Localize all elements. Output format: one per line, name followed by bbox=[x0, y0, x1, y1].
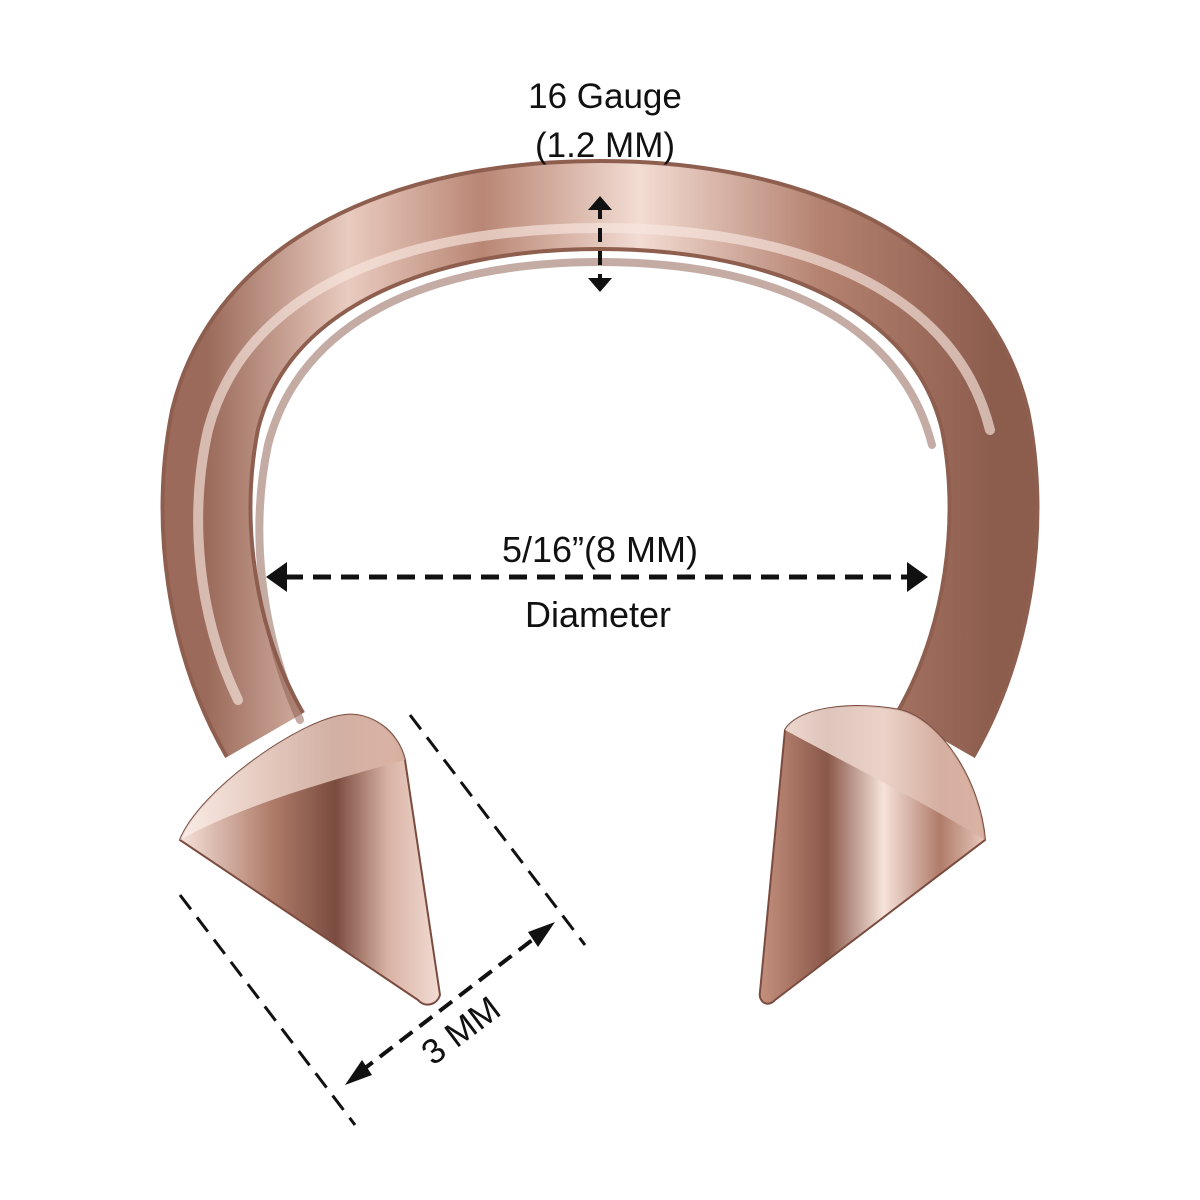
arrow-down-icon bbox=[588, 278, 612, 292]
arrow-up-icon bbox=[588, 196, 612, 210]
diameter-annotation: 5/16”(8 MM) Diameter bbox=[266, 529, 928, 635]
diameter-value-label: 5/16”(8 MM) bbox=[502, 529, 698, 570]
right-spike-cone bbox=[758, 705, 987, 1005]
gauge-label-line2: (1.2 MM) bbox=[535, 126, 675, 165]
arrow-left-icon bbox=[266, 562, 287, 592]
gauge-annotation: 16 Gauge (1.2 MM) bbox=[528, 77, 682, 292]
gauge-label-line1: 16 Gauge bbox=[528, 77, 682, 116]
diameter-caption-label: Diameter bbox=[525, 594, 671, 635]
arrow-down-left-icon bbox=[345, 1060, 372, 1085]
left-spike-cone bbox=[178, 713, 442, 1006]
arrow-right-icon bbox=[907, 562, 928, 592]
arrow-up-right-icon bbox=[528, 922, 555, 947]
